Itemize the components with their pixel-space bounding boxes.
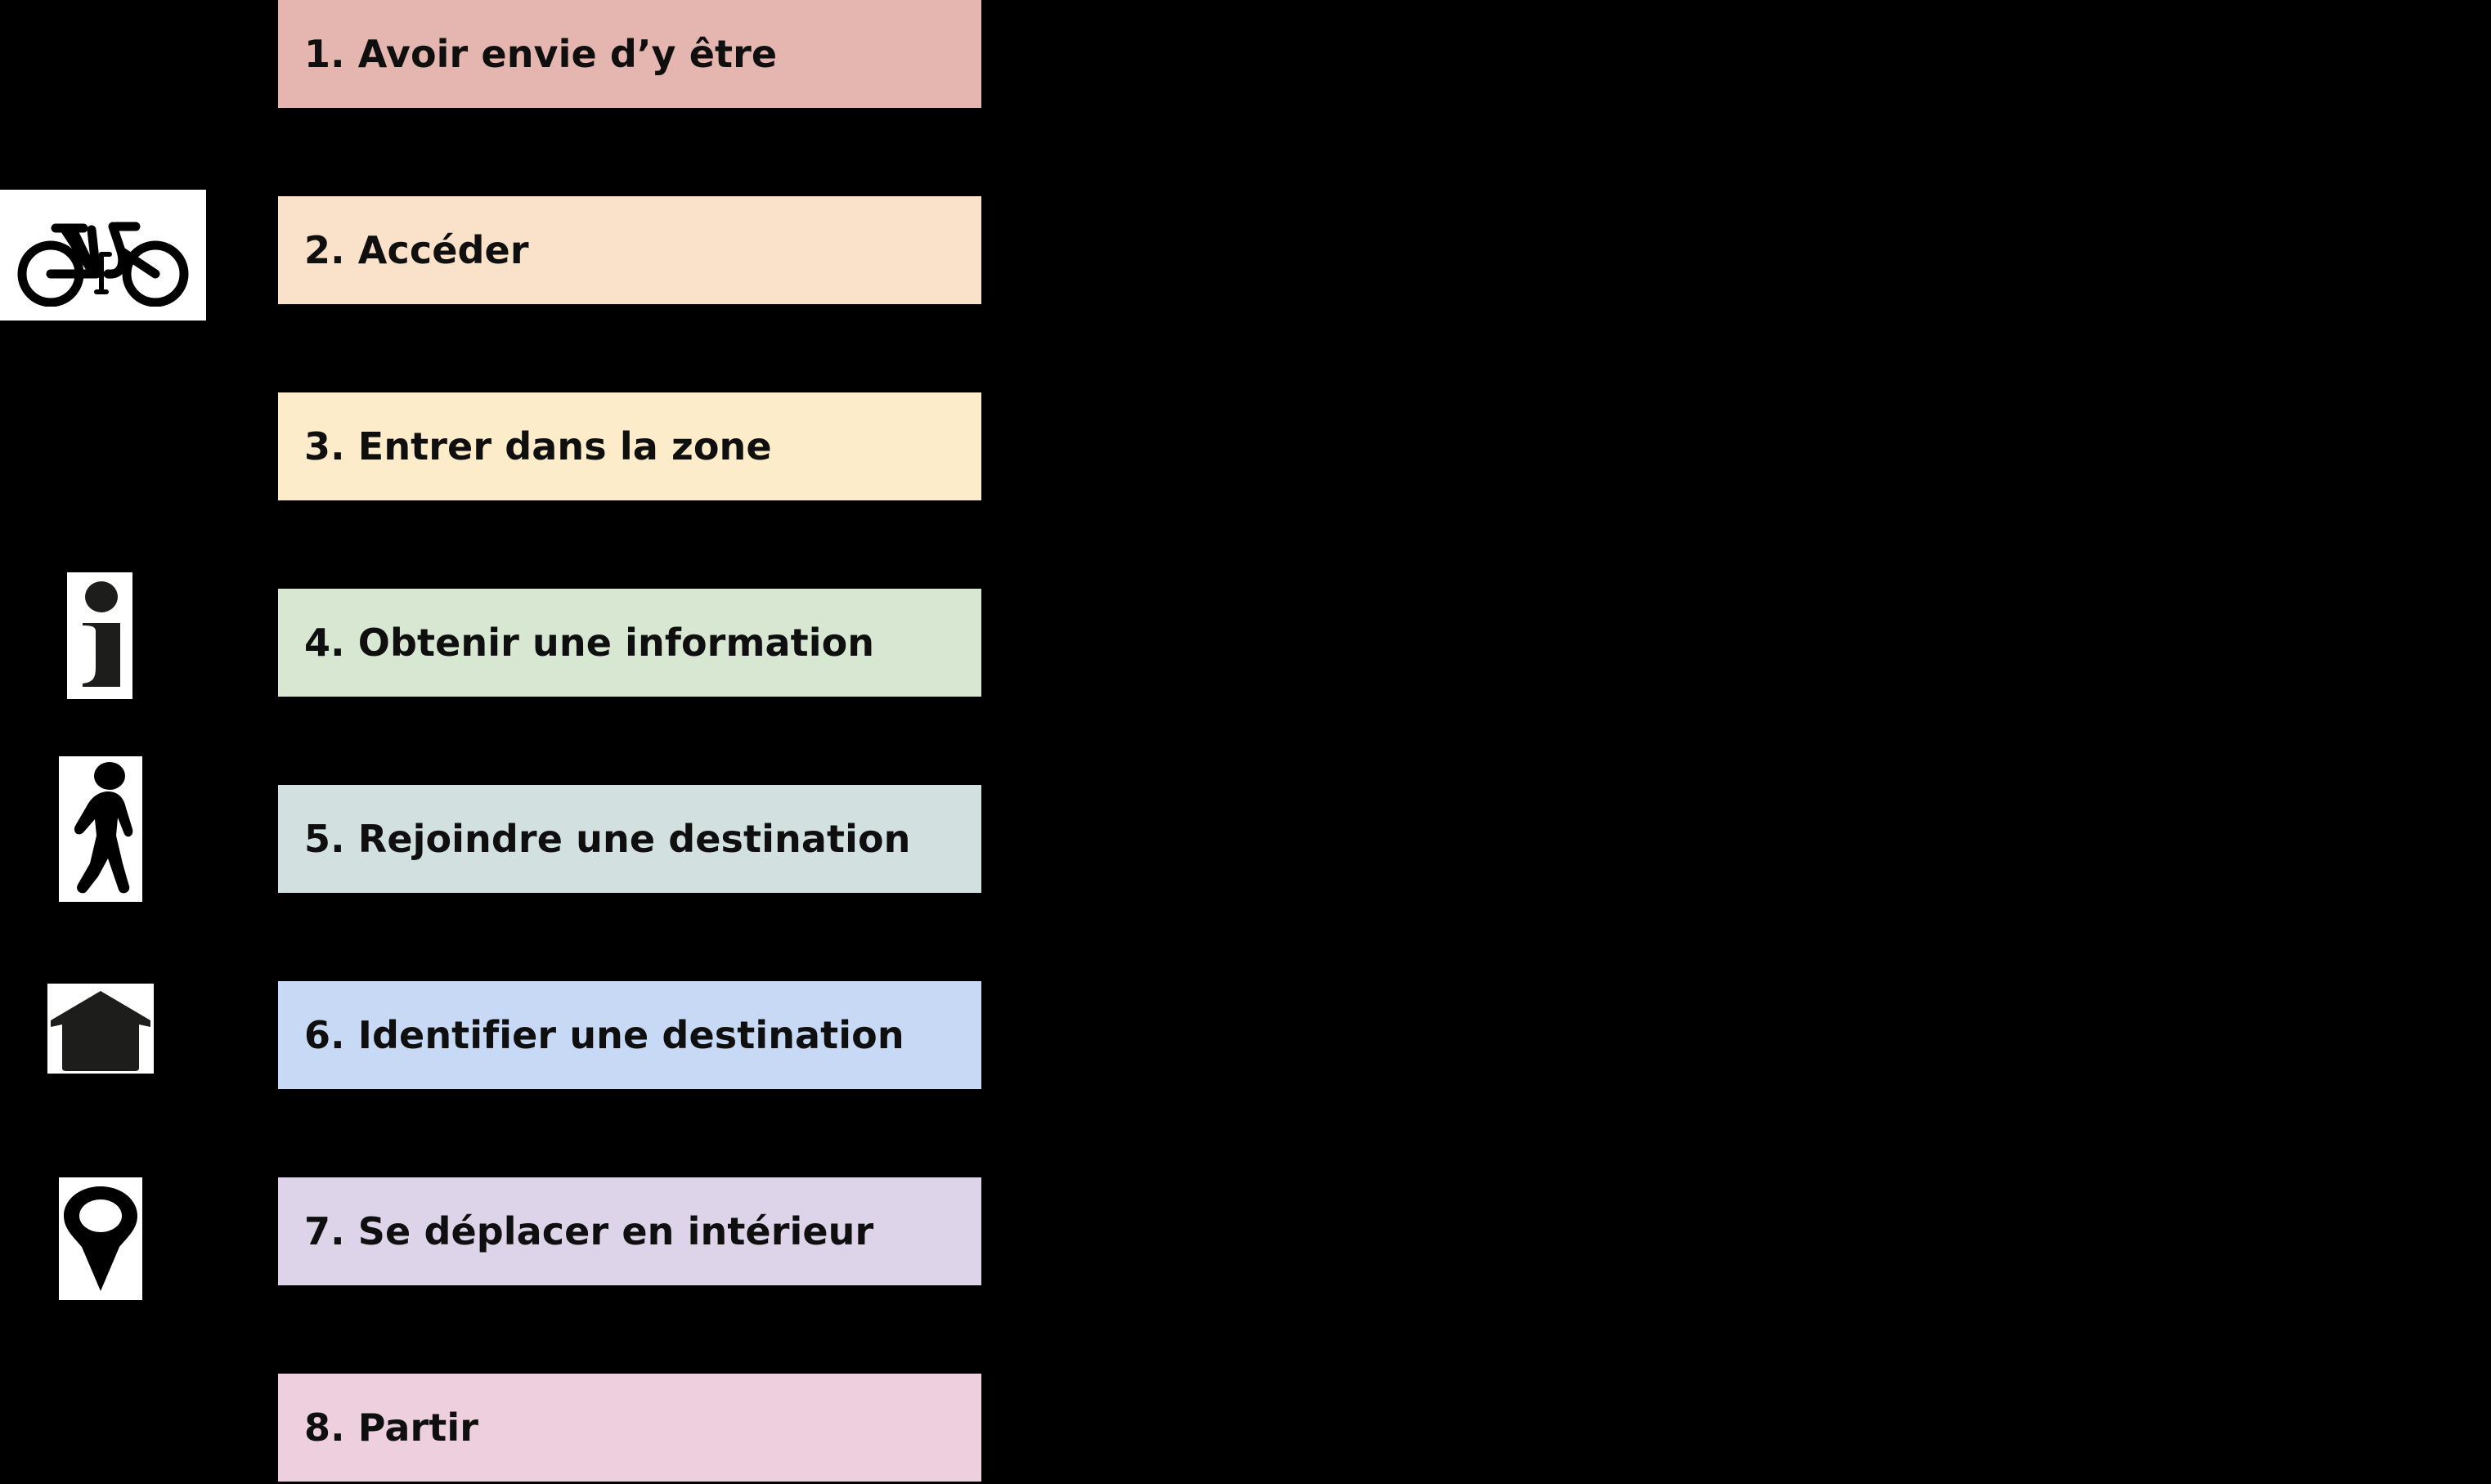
- step-label-5: 5. Rejoindre une destination: [304, 817, 911, 861]
- step-label-7: 7. Se déplacer en intérieur: [304, 1209, 874, 1253]
- building-house-icon: [47, 984, 154, 1074]
- step-bar-1[interactable]: 1. Avoir envie d’y être: [278, 0, 981, 108]
- map-pin-icon: [59, 1177, 142, 1300]
- step-bar-6[interactable]: 6. Identifier une destination: [278, 981, 981, 1089]
- step-label-6: 6. Identifier une destination: [304, 1013, 904, 1057]
- pedestrian-walking-icon: [59, 756, 142, 902]
- step-bar-7[interactable]: 7. Se déplacer en intérieur: [278, 1177, 981, 1285]
- step-label-1: 1. Avoir envie d’y être: [304, 32, 778, 76]
- step-label-4: 4. Obtenir une information: [304, 621, 875, 665]
- step-bar-5[interactable]: 5. Rejoindre une destination: [278, 785, 981, 893]
- step-bar-3[interactable]: 3. Entrer dans la zone: [278, 392, 981, 500]
- information-i-icon: [67, 572, 132, 699]
- step-label-3: 3. Entrer dans la zone: [304, 424, 772, 469]
- step-bar-8[interactable]: 8. Partir: [278, 1374, 981, 1482]
- step-bar-2[interactable]: 2. Accéder: [278, 196, 981, 304]
- step-bar-4[interactable]: 4. Obtenir une information: [278, 589, 981, 697]
- step-label-2: 2. Accéder: [304, 228, 529, 272]
- step-label-8: 8. Partir: [304, 1406, 479, 1450]
- bicycle-icon: [0, 190, 206, 321]
